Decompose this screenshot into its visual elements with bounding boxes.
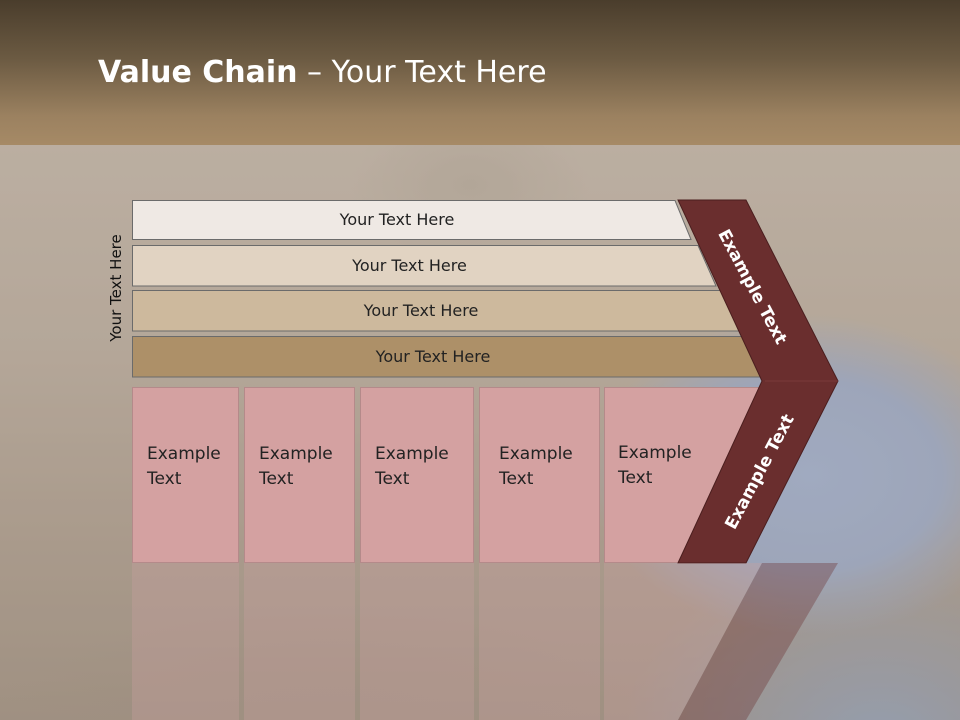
page-title[interactable]: Value Chain – Your Text Here xyxy=(98,55,547,90)
side-label[interactable]: Your Text Here xyxy=(107,234,125,342)
box-3-line1: Example xyxy=(375,444,449,464)
activity-box-3[interactable]: Example Text xyxy=(360,387,474,563)
bar-3-label: Your Text Here xyxy=(363,301,479,320)
bar-1-label: Your Text Here xyxy=(339,209,455,229)
box-3-line2: Text xyxy=(375,469,410,489)
activity-box-5[interactable]: Example Text xyxy=(604,387,764,563)
activity-box-2[interactable]: Example Text xyxy=(244,387,355,563)
title-rest: – Your Text Here xyxy=(297,55,547,90)
bar-4[interactable]: Your Text Here xyxy=(132,336,764,378)
bar-2[interactable]: Your Text Here xyxy=(132,245,717,287)
box-2-line1: Example xyxy=(259,444,333,464)
box-1-line2: Text xyxy=(147,469,182,489)
title-bold: Value Chain xyxy=(98,55,298,90)
box-2-line2: Text xyxy=(259,469,294,489)
bar-1[interactable]: Your Text Here xyxy=(132,200,692,240)
bar-4-label: Your Text Here xyxy=(375,347,491,366)
bar-2-label: Your Text Here xyxy=(352,256,467,275)
box-5-line1: Example xyxy=(618,443,692,463)
header-band xyxy=(0,0,960,145)
bar-3[interactable]: Your Text Here xyxy=(132,290,740,332)
box-4-line2: Text xyxy=(499,469,534,489)
box-4-line1: Example xyxy=(499,444,573,464)
activity-box-1[interactable]: Example Text xyxy=(132,387,239,563)
activity-box-4[interactable]: Example Text xyxy=(479,387,600,563)
box-1-line1: Example xyxy=(147,444,221,464)
box-5-line2: Text xyxy=(618,468,653,488)
